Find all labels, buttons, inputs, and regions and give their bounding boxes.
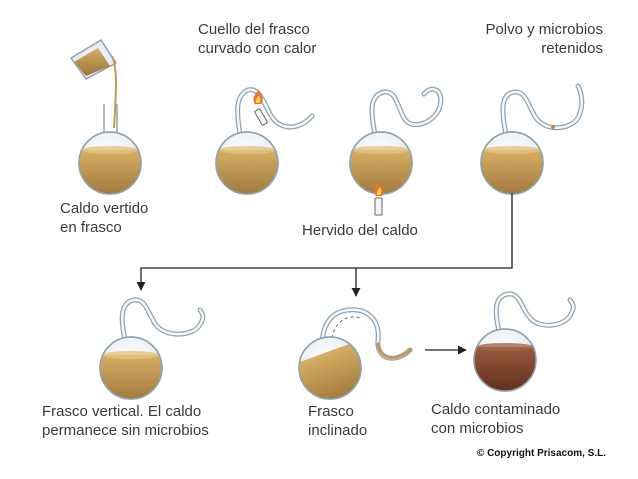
copyright-notice: © Copyright Prisacom, S.L. (476, 448, 606, 459)
flask-dust-retained (480, 83, 585, 195)
flask-contaminated (473, 291, 576, 392)
label-step7: Caldo contaminado con microbios (431, 401, 561, 437)
flask-vertical-sterile (99, 297, 206, 400)
burner-flame-icon (253, 90, 268, 126)
arrow-down-from-flask4 (136, 193, 513, 291)
pour-stream (111, 55, 117, 129)
flow-arrows (136, 193, 513, 355)
label-step6: Frasco inclinado (308, 403, 368, 439)
label-step1: Caldo vertido en frasco (60, 200, 149, 236)
label-step3: Hervido del caldo (302, 222, 418, 239)
dust-trap (551, 125, 555, 129)
broth-in-neck (376, 342, 412, 360)
beaker (69, 38, 118, 80)
label-step4: Polvo y microbios retenidos (485, 21, 603, 57)
flask-pouring (69, 38, 142, 195)
label-step2: Cuello del frasco curvado con calor (198, 21, 317, 57)
flask-boiling (349, 86, 444, 216)
flask-bending-neck (215, 87, 315, 195)
burner-flame-icon (374, 182, 384, 216)
swan-neck (235, 87, 315, 137)
label-step5: Frasco vertical. El caldo permanece sin … (42, 403, 209, 439)
broth (79, 150, 141, 194)
